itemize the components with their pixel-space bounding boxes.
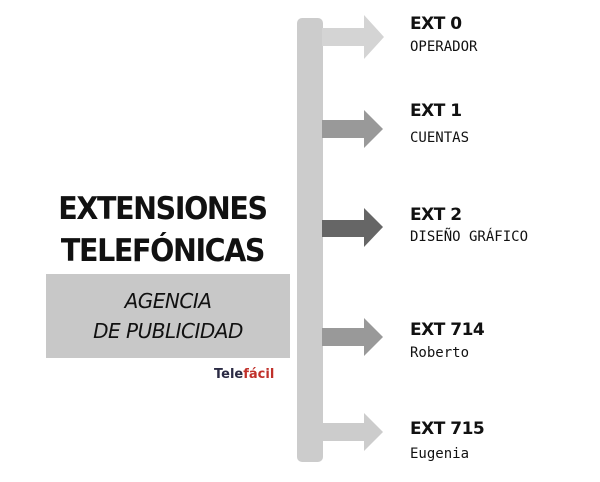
trunk-bar (297, 18, 323, 462)
subtitle: AGENCIA DE PUBLICIDAD (46, 286, 290, 346)
brand-part-2: fácil (243, 367, 275, 382)
extension-number: EXT 1 (410, 101, 462, 121)
extension-name: DISEÑO GRÁFICO (410, 229, 529, 245)
extension-item: EXT 714 Roberto (410, 320, 485, 361)
brand-part-1: Tele (214, 367, 244, 382)
extension-item: EXT 0 OPERADOR (410, 14, 477, 55)
diagram-title: EXTENSIONES TELEFÓNICAS (50, 188, 275, 272)
extension-name: Roberto (410, 345, 470, 361)
extension-name: CUENTAS (410, 130, 470, 146)
extension-number: EXT 2 (410, 205, 462, 225)
arrow-right-icon (322, 208, 383, 247)
arrow-right-icon (322, 110, 383, 148)
title-line-2: TELEFÓNICAS (60, 233, 266, 269)
subtitle-box: AGENCIA DE PUBLICIDAD (46, 274, 290, 358)
extension-name: Eugenia (410, 446, 470, 462)
extension-name: OPERADOR (410, 39, 478, 55)
extension-item: EXT 1 CUENTAS (410, 101, 469, 146)
extension-number: EXT 0 (410, 14, 462, 34)
subtitle-line-2: DE PUBLICIDAD (93, 319, 243, 343)
subtitle-line-1: AGENCIA (124, 289, 212, 313)
extension-item: EXT 715 Eugenia (410, 419, 485, 462)
extension-number: EXT 715 (410, 419, 485, 439)
arrow-right-icon (322, 15, 384, 59)
arrow-right-icon (322, 413, 383, 451)
arrow-right-icon (322, 318, 383, 356)
extension-number: EXT 714 (410, 320, 485, 340)
title-line-1: EXTENSIONES (58, 191, 268, 227)
brand-logo: Telefácil (214, 367, 274, 382)
extension-item: EXT 2 DISEÑO GRÁFICO (410, 205, 528, 245)
